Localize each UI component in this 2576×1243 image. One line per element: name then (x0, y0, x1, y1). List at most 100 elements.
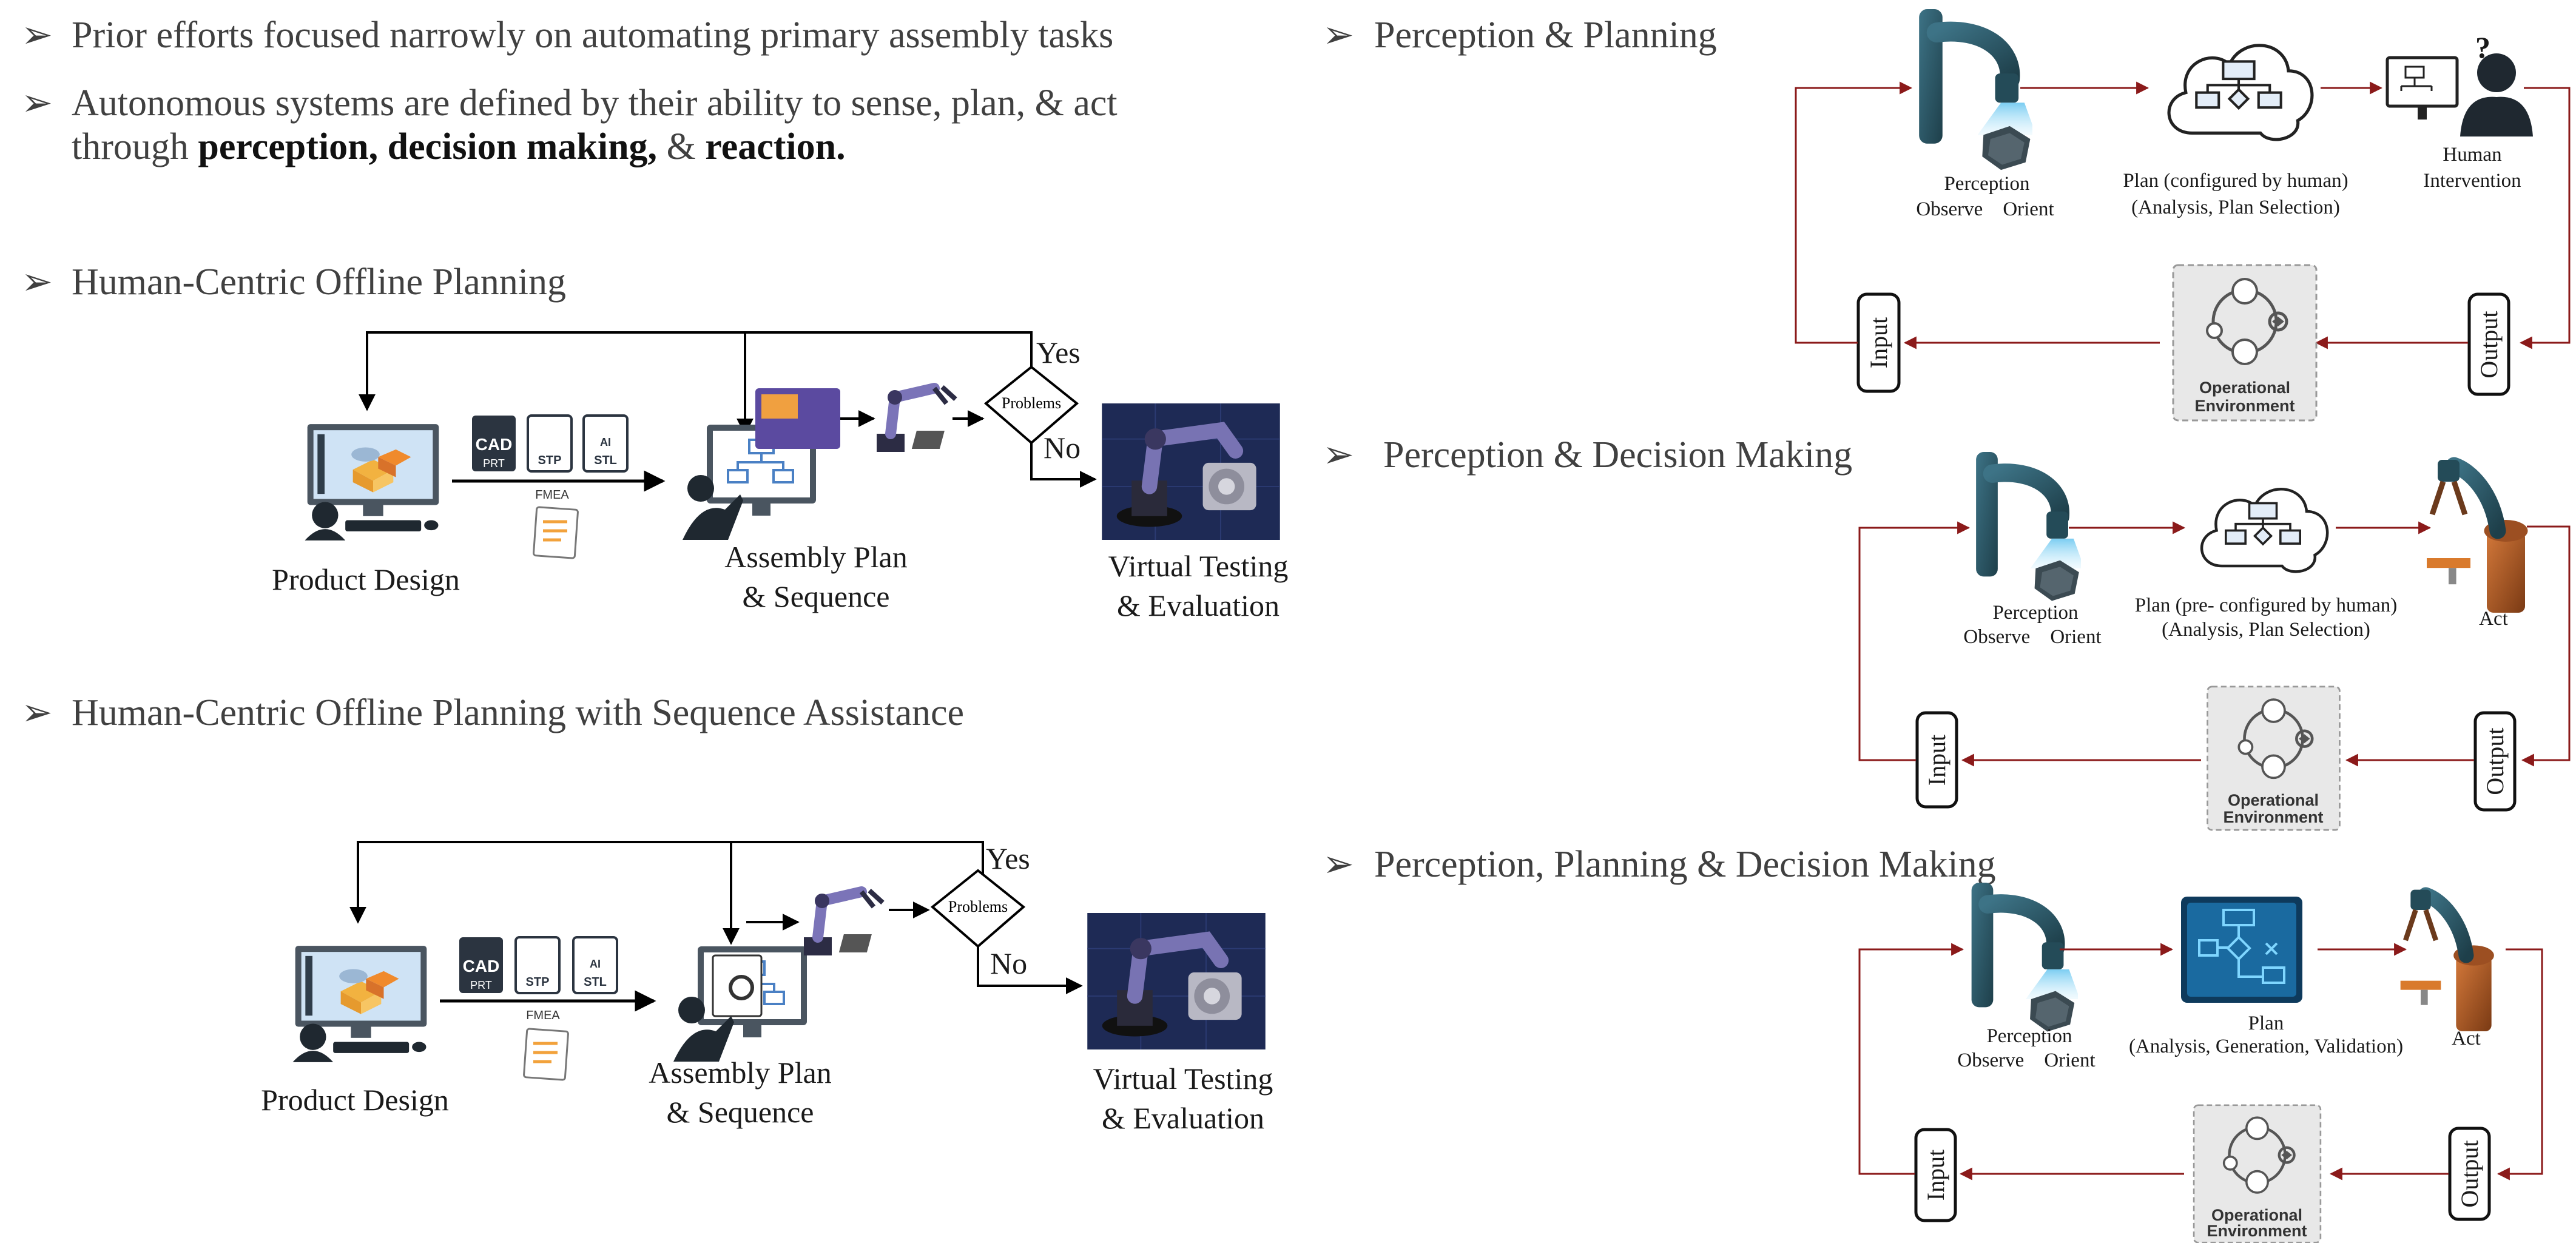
row1-perception: Perception (1944, 173, 2029, 195)
panel-sequence-assistance: ➢ Human-Centric Offline Planning with Se… (21, 692, 1273, 1135)
plan-cloud-icon (2169, 45, 2312, 140)
row2-output-box (2473, 711, 2517, 812)
ai-badge-text: AI (590, 958, 601, 970)
stp-badge-text: STP (526, 975, 550, 989)
bullet-arrow-icon: ➢ (1323, 434, 1354, 476)
bullet-arrow-icon: ➢ (21, 261, 53, 303)
panel1-no: No (1044, 431, 1081, 465)
stp-badge-text: STP (538, 454, 562, 467)
row3-env-line2: Environment (2207, 1222, 2307, 1240)
row-perception-decision-making: ➢ Perception & Decision Making Perceptio… (1323, 434, 2571, 830)
row2-env-line1: Operational (2228, 791, 2319, 809)
panel2-product-design: Product Design (261, 1083, 449, 1117)
row1-plan-line2: (Analysis, Plan Selection) (2131, 197, 2340, 218)
plan-flowchart-icon (2181, 897, 2302, 1003)
fmea-document-icon (533, 506, 579, 559)
row3-observe-orient: Observe Orient (1957, 1049, 2095, 1071)
panel1-feedback-line (359, 331, 1033, 411)
intro-bullet-2: Autonomous systems are defined by their … (72, 83, 1118, 124)
robot-arm-icon (804, 891, 883, 955)
robot-arm-icon (877, 387, 956, 452)
row1-output-box (2467, 292, 2510, 396)
panel1-yes: Yes (1036, 335, 1081, 369)
row2-act: Act (2479, 608, 2508, 630)
plan-apps-tile (761, 394, 798, 419)
row3-perception: Perception (1986, 1025, 2072, 1047)
panel2-fmea: FMEA (526, 1009, 560, 1022)
human-intervention-icon (2385, 53, 2533, 136)
row3-output: Output (2456, 1140, 2483, 1207)
prt-badge-text: PRT (483, 457, 505, 470)
panel2-virtual-testing-line1: Virtual Testing (1093, 1062, 1273, 1096)
panel2-virtual-testing-line2: & Evaluation (1102, 1101, 1264, 1135)
intro-bullet-2-bold-2: reaction. (705, 126, 845, 167)
bullet-arrow-icon: ➢ (1323, 844, 1354, 885)
row3-input-box (1914, 1128, 1957, 1222)
row2-heading: Perception & Decision Making (1383, 434, 1852, 476)
row1-input-box (1856, 292, 1901, 393)
panel1-problems: Problems (1002, 394, 1061, 412)
panel2-assembly-plan-line1: Assembly Plan (649, 1056, 831, 1090)
intro-bullet-1: Prior efforts focused narrowly on automa… (72, 15, 1113, 56)
row1-loop-right (2519, 87, 2571, 349)
row2-input: Input (1923, 735, 1951, 786)
row2-loop-right (2521, 525, 2571, 767)
panel2-heading: Human-Centric Offline Planning with Sequ… (72, 692, 964, 733)
row1-question-mark: ? (2475, 30, 2490, 64)
act-robot-icon (2401, 890, 2494, 1031)
row1-input: Input (1865, 317, 1892, 368)
row3-plan-line2: (Analysis, Generation, Validation) (2129, 1036, 2403, 1057)
ai-badge-text: AI (600, 436, 611, 448)
row1-env-line2: Environment (2194, 397, 2294, 415)
file-badges: CAD PRT STP AI STL (459, 936, 618, 994)
panel1-assembly-plan-line1: Assembly Plan (724, 540, 907, 574)
row1-human-line2: Intervention (2423, 170, 2521, 192)
row3-act: Act (2452, 1028, 2481, 1049)
cad-badge-text: CAD (476, 435, 513, 454)
bullet-arrow-icon: ➢ (21, 692, 53, 733)
panel1-assembly-plan-line2: & Sequence (743, 579, 890, 613)
panel2-no-line (977, 946, 1083, 994)
row2-plan-line2: (Analysis, Plan Selection) (2162, 619, 2370, 641)
panel2-problems: Problems (948, 898, 1008, 915)
bullet-arrow-icon: ➢ (21, 83, 53, 124)
row1-heading: Perception & Planning (1374, 15, 1717, 56)
row3-env-line1: Operational (2211, 1206, 2302, 1224)
intro-bullet-2-bold-1: perception, decision making, (198, 126, 657, 167)
perception-robot-icon (1972, 883, 2080, 1032)
cad-badge-text: CAD (463, 957, 500, 975)
perception-robot-icon (1976, 452, 2085, 601)
file-badges: CAD PRT STP AI STL (472, 414, 629, 473)
stl-badge-text: STL (584, 975, 607, 989)
virtual-testing-image (1087, 913, 1265, 1049)
row3-loop-left (1858, 943, 1964, 1175)
sequence-assistant-doc-icon (712, 954, 763, 1017)
desktop-computer-icon (292, 946, 427, 1062)
row1-observe-orient: Observe Orient (1916, 198, 2054, 220)
desktop-computer-icon (305, 424, 439, 541)
virtual-testing-image (1102, 403, 1280, 540)
row3-heading: Perception, Planning & Decision Making (1374, 844, 1996, 885)
row3-loop-right (2497, 948, 2543, 1181)
plan-cloud-icon (2202, 489, 2327, 571)
stl-badge-text: STL (594, 454, 617, 467)
row2-output: Output (2481, 727, 2509, 795)
bullet-arrow-icon: ➢ (21, 15, 53, 56)
panel2-yes: Yes (986, 841, 1030, 875)
row2-env-line2: Environment (2223, 808, 2323, 826)
intro-bullet-2-amp: & (657, 126, 705, 167)
panel1-heading: Human-Centric Offline Planning (72, 261, 566, 303)
row1-human-line1: Human (2443, 144, 2501, 166)
intro-bullets: ➢ Prior efforts focused narrowly on auto… (21, 15, 1118, 167)
prt-badge-text: PRT (470, 979, 492, 991)
panel1-fmea: FMEA (535, 488, 569, 502)
row3-output-box (2448, 1127, 2491, 1221)
panel2-no: No (990, 946, 1027, 980)
panel-human-centric-offline-planning: ➢ Human-Centric Offline Planning Product… (21, 261, 1288, 622)
act-robot-icon (2427, 460, 2528, 613)
row3-plan-line1: Plan (2248, 1012, 2284, 1034)
row-perception-planning: ➢ Perception & Planning Perception Obser… (1323, 9, 2571, 420)
row-perception-planning-decision-making: ➢ Perception, Planning & Decision Making… (1323, 844, 2543, 1242)
panel1-virtual-testing-line2: & Evaluation (1117, 588, 1280, 622)
